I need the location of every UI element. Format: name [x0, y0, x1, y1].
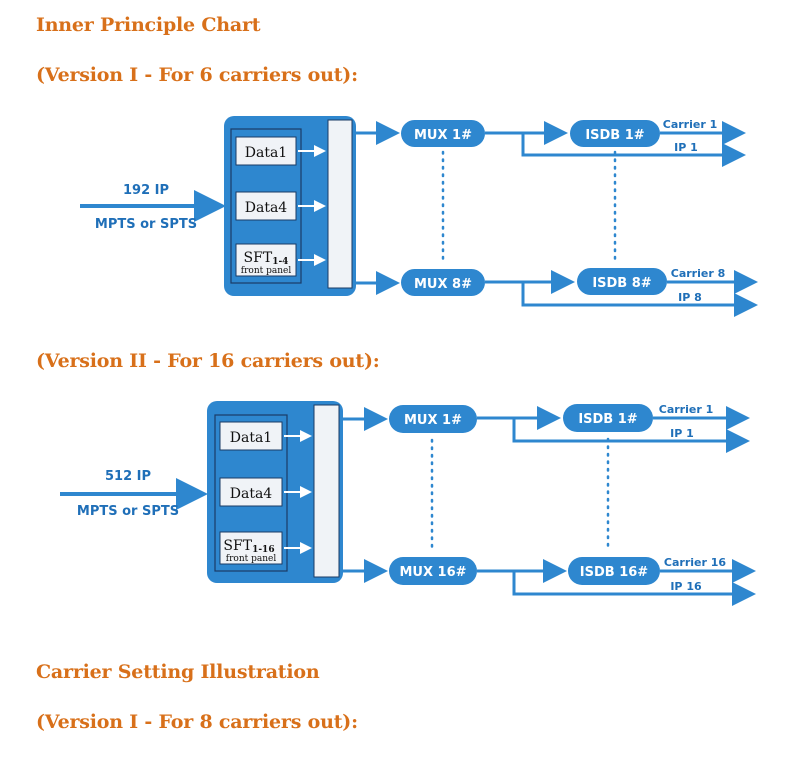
ip-bottom-arrow: [512, 571, 756, 606]
sft-label: SFT1-16: [223, 538, 274, 555]
input-type-label: MPTS or SPTS: [95, 217, 197, 232]
data1-label: Data1: [230, 430, 272, 446]
carrier-bottom-label: Carrier 16: [664, 556, 726, 569]
ip-top-arrow: [521, 133, 746, 167]
data4-label: Data4: [230, 486, 273, 502]
ip-bottom-label: IP 16: [670, 580, 702, 593]
sft-box: [219, 531, 283, 565]
ip-top-arrow: [512, 418, 750, 453]
mux-bottom-label: MUX 16#: [399, 565, 466, 580]
mux-top-pill: [401, 120, 485, 147]
data4-box: [219, 477, 283, 507]
isdb-top-pill: [570, 120, 660, 147]
data1-box: [219, 421, 283, 451]
version3-heading: (Version I - For 8 carriers out):: [36, 711, 358, 733]
isdb-bottom-label: ISDB 8#: [592, 276, 651, 291]
front-panel-label: front panel: [241, 266, 292, 276]
mux-bottom-pill: [401, 269, 485, 296]
diagram-version1: 192 IP MPTS or SPTS Data1 Data4 SFT1-4 f…: [80, 116, 758, 317]
isdb-bottom-pill: [577, 268, 667, 295]
page-title: Inner Principle Chart: [36, 14, 261, 36]
input-type-label: MPTS or SPTS: [77, 504, 179, 519]
data4-box: [235, 191, 297, 221]
mux-top-label: MUX 1#: [414, 128, 472, 143]
carrier-setting-heading: Carrier Setting Illustration: [36, 661, 320, 683]
input-ip-label: 192 IP: [123, 183, 169, 198]
front-panel-label: front panel: [226, 554, 277, 564]
isdb-bottom-pill: [568, 557, 660, 585]
ip-top-label: IP 1: [674, 141, 698, 154]
input-ip-label: 512 IP: [105, 469, 151, 484]
carrier-bottom-label: Carrier 8: [671, 267, 725, 280]
carrier-top-label: Carrier 1: [663, 118, 717, 131]
version2-heading: (Version II - For 16 carriers out):: [36, 350, 380, 372]
sft-label: SFT1-4: [244, 250, 289, 267]
selector-bar: [313, 404, 340, 578]
isdb-bottom-label: ISDB 16#: [580, 565, 649, 580]
carrier-top-label: Carrier 1: [659, 403, 713, 416]
mux-top-pill: [389, 405, 477, 433]
sft-box: [235, 243, 297, 277]
mux-bottom-pill: [389, 557, 477, 585]
isdb-top-pill: [563, 404, 653, 432]
data1-label: Data1: [245, 145, 287, 161]
selector-bar: [327, 119, 353, 289]
ip-top-label: IP 1: [670, 427, 694, 440]
isdb-top-label: ISDB 1#: [585, 128, 644, 143]
version1-heading: (Version I - For 6 carriers out):: [36, 64, 358, 86]
mux-top-label: MUX 1#: [404, 413, 462, 428]
data1-box: [235, 136, 297, 166]
ip-bottom-label: IP 8: [678, 291, 702, 304]
mux-bottom-label: MUX 8#: [414, 277, 472, 292]
data4-label: Data4: [245, 200, 288, 216]
diagram-version2: 512 IP MPTS or SPTS Data1 Data4 SFT1-16 …: [60, 401, 756, 606]
ip-bottom-arrow: [521, 282, 758, 317]
isdb-top-label: ISDB 1#: [578, 412, 637, 427]
